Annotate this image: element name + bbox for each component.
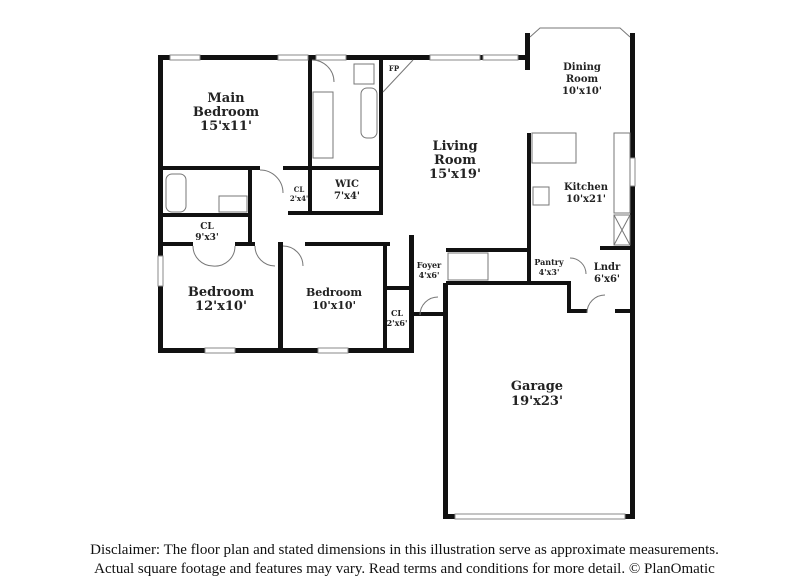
main-bedroom-name-2: Bedroom xyxy=(193,105,260,120)
bay-window xyxy=(529,27,631,38)
bedroom-1-name: Bedroom xyxy=(188,285,255,300)
disclaimer-line-1: Disclaimer: The floor plan and stated di… xyxy=(90,542,719,558)
living-room-name-1: Living xyxy=(432,139,477,154)
kitchen-name: Kitchen xyxy=(564,182,609,193)
stove xyxy=(532,186,550,206)
pantry-name: Pantry xyxy=(534,257,564,267)
closet-main-dim: 2'x4' xyxy=(290,194,308,203)
dining-room-dim: 10'x10' xyxy=(562,86,602,97)
foyer-dim: 4'x6' xyxy=(419,270,440,280)
bedroom-1-dim: 12'x10' xyxy=(195,299,247,314)
laundry-name: Lndr xyxy=(594,262,621,273)
bedroom-2-dim: 10'x10' xyxy=(312,299,356,312)
garage-name: Garage xyxy=(511,379,563,394)
main-bedroom-dim: 15'x11' xyxy=(200,119,252,134)
kitchen-dim: 10'x21' xyxy=(566,194,606,205)
bedroom-2-name: Bedroom xyxy=(306,286,362,299)
closet-foyer-dim: 2'x6' xyxy=(387,318,408,328)
closet-hall-dim: 9'x3' xyxy=(195,233,218,243)
closet-foyer-name: CL xyxy=(391,308,403,318)
main-bedroom-name-1: Main xyxy=(207,91,245,106)
dining-room-name-1: Dining xyxy=(563,62,601,73)
garage-dim: 19'x23' xyxy=(511,394,563,409)
fireplace xyxy=(382,59,414,93)
wic-dim: 7'x4' xyxy=(334,191,360,202)
closet-main-name: CL xyxy=(294,185,305,194)
closet-hall-name: CL xyxy=(200,222,214,232)
fireplace-label: FP xyxy=(389,64,400,73)
stairs xyxy=(447,252,489,281)
disclaimer-line-2: Actual square footage and features may v… xyxy=(94,561,715,577)
wic-name: WIC xyxy=(334,179,359,190)
living-room-name-2: Room xyxy=(434,153,476,168)
fixtures xyxy=(165,59,631,316)
dining-room-name-2: Room xyxy=(566,74,599,85)
pantry-dim: 4'x3' xyxy=(539,267,560,277)
foyer-name: Foyer xyxy=(417,260,442,270)
windows xyxy=(157,27,636,520)
living-room-dim: 15'x19' xyxy=(429,167,481,182)
garage-door xyxy=(454,513,626,520)
laundry-dim: 6'x6' xyxy=(594,274,620,285)
room-labels: Main Bedroom 15'x11' Living Room 15'x19'… xyxy=(188,62,621,409)
